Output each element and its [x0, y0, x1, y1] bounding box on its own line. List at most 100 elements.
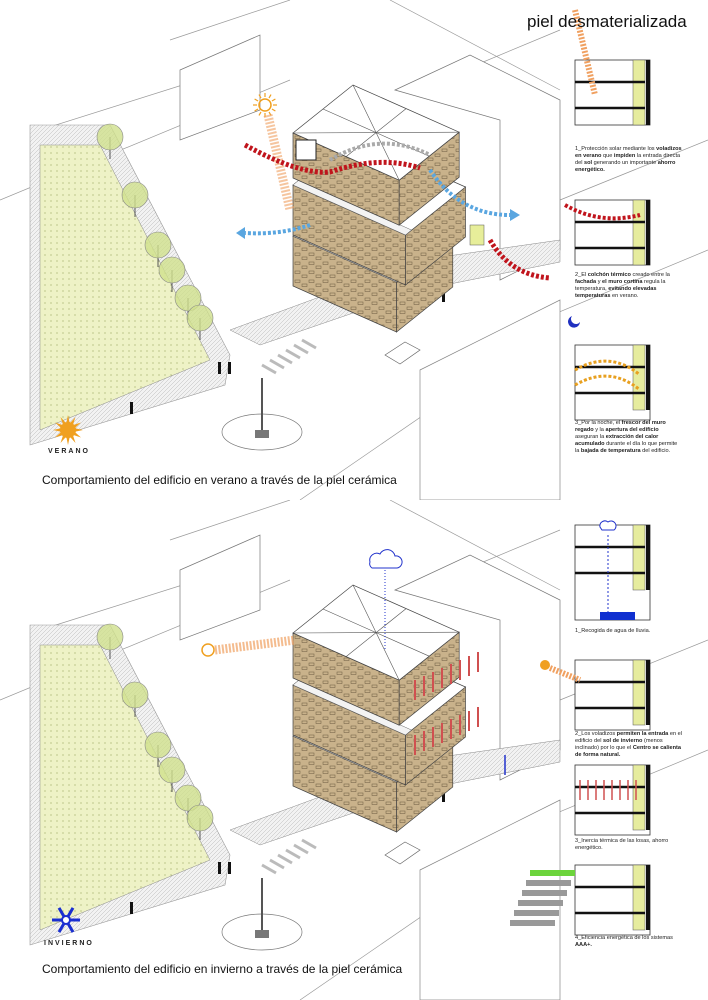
- street-line: [169, 0, 291, 41]
- note-text: y la: [593, 427, 606, 433]
- note-emphasis: impiden: [613, 153, 636, 159]
- note-text: (menos inclinado) por lo que el: [575, 738, 663, 751]
- note-emphasis: extracción del calor acumulado: [575, 434, 659, 447]
- crosswalk-stripe: [269, 858, 285, 870]
- efficiency-step: [510, 920, 555, 926]
- crosswalk-stripe: [285, 848, 301, 860]
- curtain-wall: [646, 345, 650, 410]
- sun-icon: [540, 660, 550, 670]
- pedestrian: [228, 362, 231, 374]
- sun-ray: [268, 94, 272, 99]
- note-emphasis: sol de invierno: [603, 738, 643, 744]
- sun-ray: [73, 431, 81, 438]
- tree-canopy: [174, 284, 202, 312]
- section-diagram-1: [574, 524, 651, 621]
- curtain-wall: [646, 660, 650, 725]
- tree-canopy: [96, 123, 124, 151]
- roof-ridge-line: [375, 608, 407, 633]
- facade-cavity: [632, 659, 646, 726]
- section-diagram-3: [574, 344, 651, 421]
- winter-axonometric-drawing: [0, 500, 708, 1000]
- hot-air-flow: [243, 142, 421, 175]
- note-text: generando un importante: [592, 160, 658, 166]
- note-text: 4_Eficiencia energética de los sistemas: [575, 935, 673, 941]
- tree-canopy: [121, 181, 149, 209]
- rainwater-tank: [600, 612, 635, 620]
- sun-ray: [66, 415, 70, 424]
- lamp-base: [255, 930, 269, 938]
- pedestrian: [130, 902, 133, 914]
- pedestrian: [442, 790, 445, 802]
- note-emphasis: frescor del muro regado: [575, 420, 666, 433]
- note-emphasis: colchón térmico: [587, 272, 631, 278]
- cloud-icon: [599, 520, 617, 531]
- curtain-wall: [646, 60, 650, 125]
- section-diagram-4: [574, 864, 651, 936]
- arrow-head: [236, 227, 245, 239]
- facade-cavity: [632, 344, 646, 411]
- facade-cavity: [632, 59, 646, 126]
- note-text: 2_Los voladizos: [575, 731, 617, 737]
- sun-icon: [258, 98, 272, 112]
- context-building: [179, 534, 261, 641]
- winter-note-3: 3_Inercia térmica de las losas, ahorro e…: [575, 838, 683, 852]
- sun-icon: [201, 643, 215, 657]
- car: [384, 341, 421, 365]
- note-emphasis: apertura del edificio: [605, 427, 659, 433]
- efficiency-step: [530, 870, 575, 876]
- note-emphasis: ahorro energético.: [575, 160, 676, 173]
- summer-note-3: 3_Por la noche, el frescor del muro rega…: [575, 420, 683, 455]
- note-emphasis: sol: [584, 160, 593, 166]
- sun-ray: [271, 98, 276, 102]
- winter-season-label: INVIERNO: [44, 940, 94, 947]
- street-line: [389, 0, 561, 91]
- efficiency-step: [526, 880, 571, 886]
- sheet-title: piel desmaterializada: [527, 12, 687, 31]
- moon-icon: [568, 316, 580, 328]
- summer-note-2: 2_El colchón térmico creado entre la fac…: [575, 272, 683, 300]
- winter-caption: Comportamiento del edificio en invierno …: [42, 962, 403, 976]
- efficiency-step: [514, 910, 559, 916]
- snowflake-core: [61, 915, 71, 925]
- curtain-wall: [646, 865, 650, 930]
- plaza-lawn: [39, 144, 211, 431]
- sun-ray: [55, 422, 63, 429]
- note-text: la entrada directa del: [575, 153, 681, 166]
- note-text: y: [596, 279, 603, 285]
- tree-canopy: [144, 231, 172, 259]
- roof-ridge-line: [345, 632, 377, 657]
- winter-note-2: 2_Los voladizos permiten la entrada en e…: [575, 731, 683, 759]
- main-building: [292, 84, 485, 333]
- roof-ridge-line: [352, 584, 377, 633]
- crosswalk-stripe: [261, 863, 277, 875]
- plaza-lawn: [39, 644, 211, 931]
- car: [384, 841, 421, 865]
- note-emphasis: fachada: [575, 279, 597, 285]
- note-text: durante el día lo que permite la: [575, 441, 678, 454]
- note-text: 3_Inercia térmica de las losas, ahorro e…: [575, 838, 669, 851]
- solar-radiation: [263, 113, 295, 212]
- night-air-flow: [574, 359, 641, 392]
- tree-canopy: [186, 804, 214, 832]
- efficiency-step: [518, 900, 563, 906]
- efficiency-step: [522, 890, 567, 896]
- sun-ray: [254, 98, 259, 102]
- sun-ray: [69, 417, 76, 425]
- sun-ray: [258, 111, 262, 116]
- tree-canopy: [186, 304, 214, 332]
- note-emphasis: voladizos en verano: [575, 146, 682, 159]
- sun-ray: [254, 108, 259, 112]
- crosswalk-stripe: [301, 338, 317, 350]
- note-text: en el edificio del: [575, 731, 682, 744]
- solar-radiation: [572, 9, 598, 96]
- air-flow: [328, 141, 431, 162]
- summer-note-1: 1_Protección solar mediante los voladizo…: [575, 146, 683, 174]
- summer-axonometric-drawing: [0, 0, 708, 500]
- note-emphasis: permiten la entrada: [616, 731, 669, 737]
- street-line: [389, 500, 561, 591]
- note-emphasis: el muro cortina: [602, 279, 643, 285]
- section-diagram-2: [574, 199, 651, 266]
- facade-cavity: [632, 524, 646, 591]
- pedestrian: [228, 862, 231, 874]
